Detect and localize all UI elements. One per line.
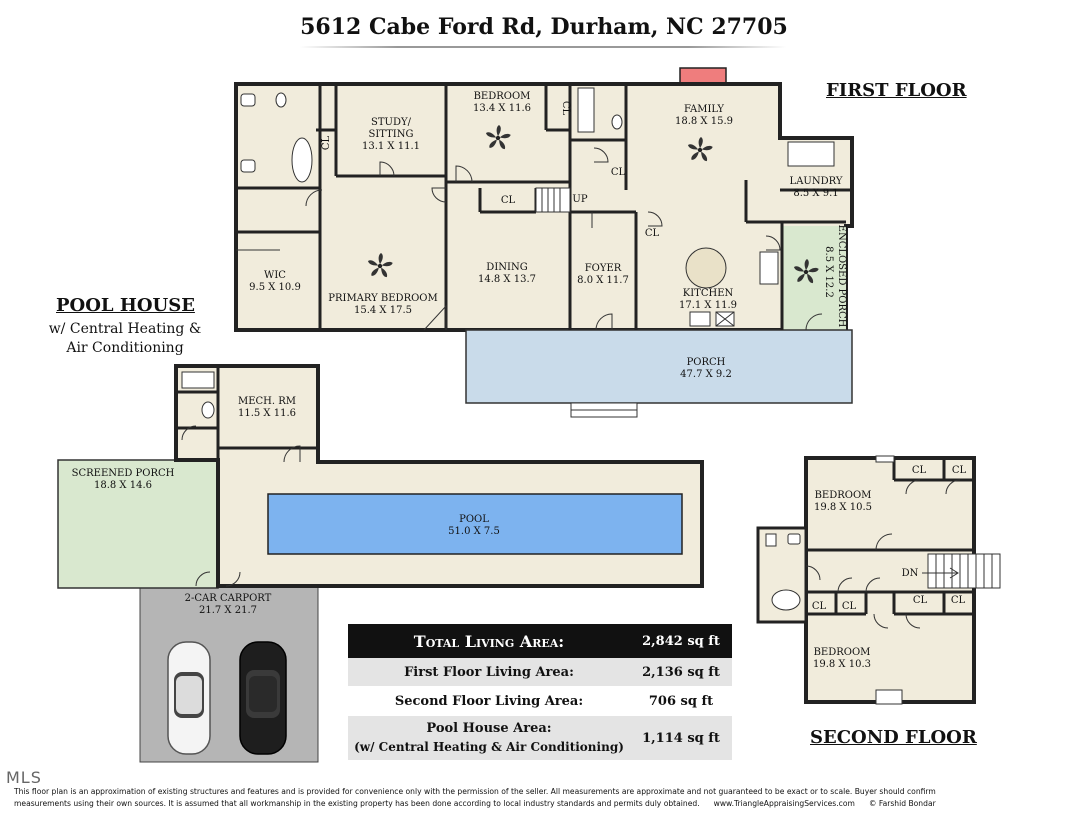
room-carport-dims: 21.7 X 21.7 [199, 605, 257, 616]
room-pool-dims: 51.0 X 7.5 [448, 526, 500, 537]
room-mech-name: MECH. RM [238, 396, 296, 407]
website-link[interactable]: www.TriangleAppraisingServices.com [713, 799, 855, 808]
pool-house-plan: MECH. RM 11.5 X 11.6 SCREENED PORCH 18.8… [57, 364, 704, 763]
door-swings [236, 147, 823, 331]
room-porch-name: PORCH [687, 357, 726, 368]
pool-house-subtitle-2: Air Conditioning [66, 340, 184, 356]
room-enclosed-dims: 8.5 X 12.2 [823, 246, 834, 298]
pool-fill [267, 493, 683, 555]
car-black-icon [239, 641, 287, 755]
closet-label: CL [952, 465, 967, 476]
room-family-dims: 18.8 X 15.9 [675, 116, 733, 127]
room-bed-bottom-name: BEDROOM [814, 647, 871, 658]
room-family-name: FAMILY [684, 104, 724, 115]
room-primary-dims: 15.4 X 17.5 [354, 305, 412, 316]
room-pool-name: POOL [459, 514, 489, 525]
room-foyer-name: FOYER [585, 263, 622, 274]
closet-label: CL [645, 228, 660, 239]
room-kitchen-name: KITCHEN [683, 288, 734, 299]
area-row-total: Total Living Area: 2,842 sq ft [348, 624, 732, 658]
page-title: 5612 Cabe Ford Rd, Durham, NC 27705 [300, 14, 788, 40]
room-dining-dims: 14.8 X 13.7 [478, 274, 536, 285]
first-floor-heading: FIRST FLOOR [826, 80, 967, 101]
room-laundry-dims: 8.5 X 9.1 [793, 188, 838, 199]
room-study-name2: SITTING [368, 129, 413, 140]
area-row-pool: Pool House Area: (w/ Central Heating & A… [348, 716, 732, 760]
closet-label: CL [842, 601, 857, 612]
closet-label: CL [321, 135, 332, 150]
closet-label: CL [501, 195, 516, 206]
area-second-value: 706 sq ft [648, 693, 714, 709]
second-floor-heading: SECOND FLOOR [810, 727, 977, 748]
area-second-label: Second Floor Living Area: [394, 693, 584, 709]
car-white-icon [167, 641, 211, 755]
room-foyer-dims: 8.0 X 11.7 [577, 275, 629, 286]
room-wic-dims: 9.5 X 10.9 [249, 282, 301, 293]
stair-down-label: DN [902, 568, 919, 579]
disclaimer-line-1: This floor plan is an approximation of e… [14, 787, 936, 796]
copyright: © Farshid Bondar [868, 799, 936, 808]
room-bed-bottom-dims: 19.8 X 10.3 [813, 659, 871, 670]
mls-watermark: MLS [6, 768, 42, 787]
area-row-first: First Floor Living Area: 2,136 sq ft [348, 658, 732, 686]
area-total-value: 2,842 sq ft [642, 633, 720, 649]
closet-label: CL [913, 595, 928, 606]
area-first-value: 2,136 sq ft [642, 664, 720, 680]
room-laundry-name: LAUNDRY [790, 176, 843, 187]
closet-label: CL [611, 167, 626, 178]
room-bed-top-name: BEDROOM [815, 490, 872, 501]
room-bed-top-dims: 19.8 X 10.5 [814, 502, 872, 513]
closet-label: CL [951, 595, 966, 606]
area-pool-label-2: (w/ Central Heating & Air Conditioning) [354, 740, 624, 754]
room-bedroom-name: BEDROOM [474, 91, 531, 102]
enclosed-porch-fill [782, 226, 846, 330]
room-carport-name: 2-CAR CARPORT [185, 593, 272, 604]
room-porch-dims: 47.7 X 9.2 [680, 369, 732, 380]
room-study-name: STUDY/ [371, 117, 412, 128]
area-pool-label: Pool House Area: [426, 721, 552, 736]
porch-fill [465, 329, 853, 404]
disclaimer: This floor plan is an approximation of e… [14, 786, 1076, 810]
closet-label: CL [812, 601, 827, 612]
room-bedroom-dims: 13.4 X 11.6 [473, 103, 531, 114]
room-wic-name: WIC [264, 270, 286, 281]
area-row-second: Second Floor Living Area: 706 sq ft [348, 686, 732, 716]
room-screened-name: SCREENED PORCH [72, 468, 175, 479]
disclaimer-line-2: measurements using their own sources. It… [14, 799, 700, 808]
room-primary-name: PRIMARY BEDROOM [328, 293, 438, 304]
room-enclosed-name: ENCLOSED PORCH [836, 225, 847, 328]
pool-house-subtitle-1: w/ Central Heating & [48, 321, 202, 337]
chimney [679, 67, 727, 85]
room-study-dims: 13.1 X 11.1 [362, 141, 420, 152]
pool-house-heading: POOL HOUSE [56, 295, 195, 316]
closet-label: CL [560, 101, 571, 116]
room-mech-dims: 11.5 X 11.6 [238, 408, 296, 419]
second-floor-plan: CL CL CL CL CL CL DN BEDROOM 19.8 X 10.5… [756, 455, 1001, 705]
stair-up-label: UP [572, 194, 587, 205]
title-underline [300, 46, 786, 48]
area-first-label: First Floor Living Area: [404, 664, 574, 680]
room-kitchen-dims: 17.1 X 11.9 [679, 300, 737, 311]
area-total-label: Total Living Area: [413, 631, 565, 651]
room-screened-dims: 18.8 X 14.6 [94, 480, 152, 491]
area-pool-value: 1,114 sq ft [642, 730, 720, 746]
room-dining-name: DINING [486, 262, 527, 273]
closet-label: CL [912, 465, 927, 476]
first-floor-plan: BEDROOM 13.4 X 11.6 FAMILY 18.8 X 15.9 S… [121, 67, 910, 665]
